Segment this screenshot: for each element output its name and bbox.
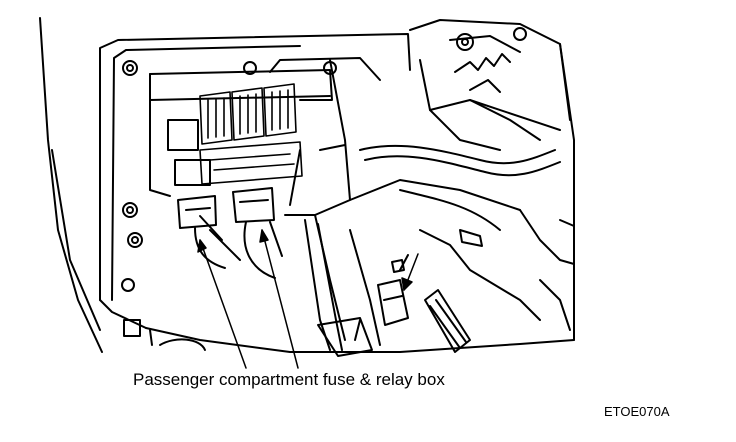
- pedal-switch: [377, 254, 409, 326]
- door-edge-lines: [39, 17, 103, 353]
- fuse-box-housing: [149, 57, 381, 197]
- leader-arrow-right: [259, 229, 299, 369]
- wiring-harness: [359, 99, 561, 231]
- figure-code: ETOE070A: [604, 404, 670, 419]
- fuse-array: [199, 83, 303, 185]
- connector-cluster: [177, 187, 283, 279]
- leader-arrow-left: [197, 239, 247, 369]
- accelerator-pedal: [424, 289, 471, 353]
- floor-outline: [145, 327, 575, 353]
- leader-arrow-pedal: [401, 253, 419, 291]
- steering-column: [284, 59, 521, 346]
- upper-mechanism: [409, 19, 571, 151]
- dash-lower-panel: [99, 33, 411, 337]
- brake-pedal: [304, 219, 373, 357]
- figure-caption: Passenger compartment fuse & relay box: [133, 370, 445, 389]
- firewall-structure: [419, 43, 575, 341]
